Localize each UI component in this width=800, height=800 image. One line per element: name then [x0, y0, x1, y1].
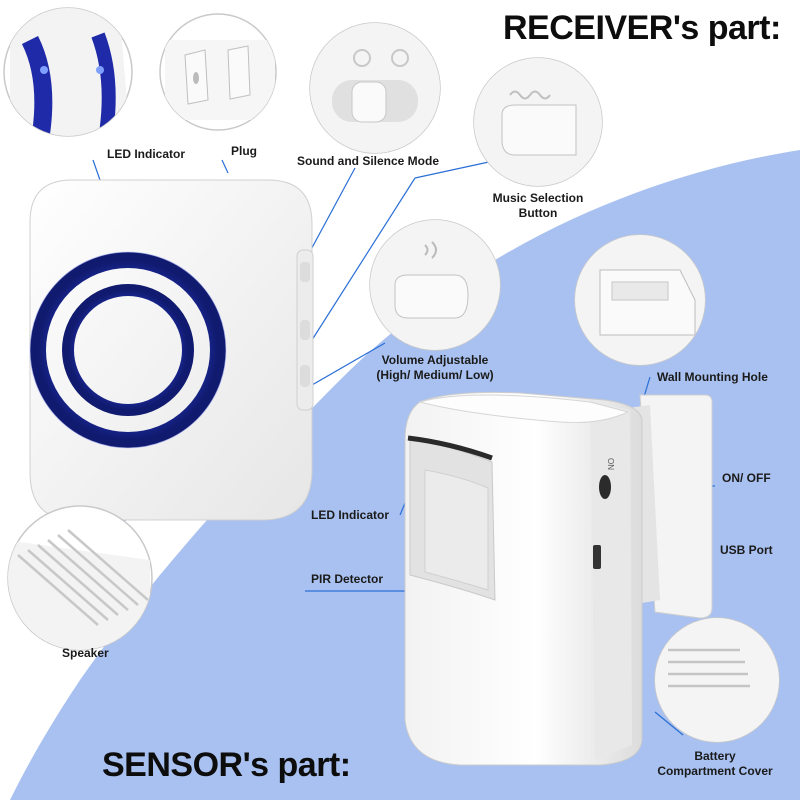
zoom-speaker — [7, 505, 153, 651]
label-usb-port: USB Port — [720, 543, 773, 557]
label-battery-line1: Battery — [694, 749, 736, 763]
label-volume-adjustable: Volume Adjustable (High/ Medium/ Low) — [365, 353, 505, 383]
led-ring-inner — [62, 284, 194, 416]
svg-text:ON: ON — [606, 458, 615, 470]
zoom-sound-silence-switch — [309, 22, 441, 154]
led-ring-outer — [30, 252, 226, 448]
zoom-plug — [159, 13, 277, 131]
label-music-selection: Music Selection Button — [478, 191, 598, 221]
label-speaker: Speaker — [62, 646, 109, 660]
zoom-led-indicator — [3, 7, 133, 137]
label-battery-cover: Battery Compartment Cover — [645, 749, 785, 779]
sensor-heading: SENSOR's part: — [102, 746, 351, 784]
label-led-indicator-sensor: LED Indicator — [311, 508, 390, 522]
zoom-volume-button — [369, 219, 501, 351]
label-music-selection-line1: Music Selection — [492, 191, 584, 205]
label-battery-line2: Compartment Cover — [657, 764, 773, 778]
label-led-indicator-receiver: LED Indicator — [107, 147, 186, 161]
label-volume-line1: Volume Adjustable — [381, 353, 489, 367]
label-volume-line2: (High/ Medium/ Low) — [376, 368, 494, 382]
receiver-device — [29, 179, 314, 521]
zoom-music-selection-button — [473, 57, 603, 187]
label-wall-mounting-hole: Wall Mounting Hole — [657, 370, 768, 384]
label-music-selection-line2: Button — [518, 206, 558, 220]
receiver-heading: RECEIVER's part: — [503, 9, 781, 47]
zoom-wall-mounting-hole — [574, 234, 706, 366]
label-sound-silence-mode: Sound and Silence Mode — [297, 154, 440, 168]
zoom-battery-cover — [654, 617, 780, 743]
label-on-off: ON/ OFF — [722, 471, 771, 485]
label-pir-detector: PIR Detector — [311, 572, 384, 586]
label-plug: Plug — [231, 144, 257, 158]
sensor-device: ON — [404, 391, 713, 766]
